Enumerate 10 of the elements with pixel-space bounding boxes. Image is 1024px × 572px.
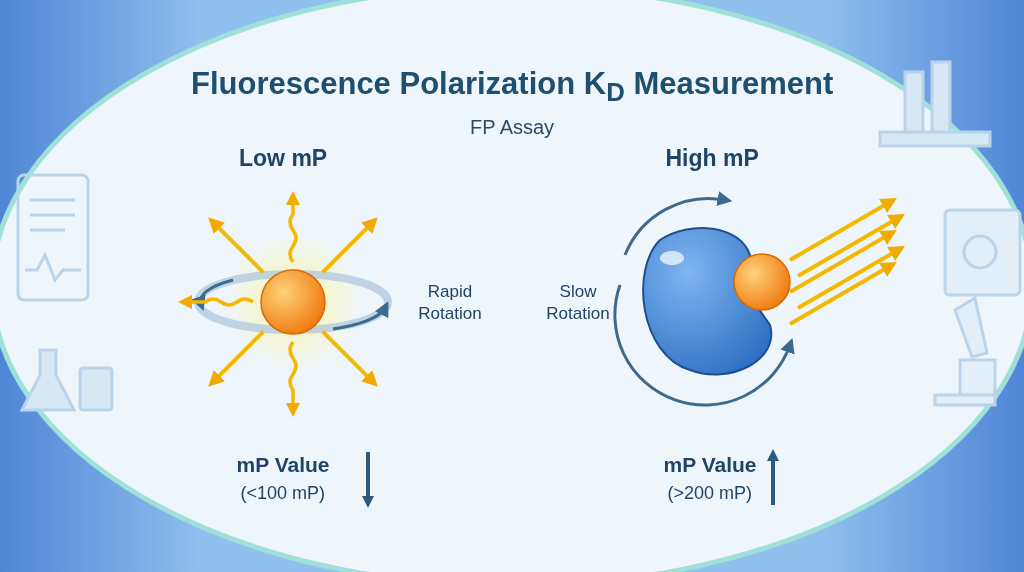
value-range: (<100 mP) bbox=[240, 482, 326, 504]
value-label: mP Value bbox=[236, 453, 330, 477]
subtitle: FP Assay bbox=[470, 115, 555, 139]
rotation-label: Rapid Rotation bbox=[417, 281, 483, 325]
rotation-label: Slow Rotation bbox=[545, 281, 611, 325]
value-label: mP Value bbox=[663, 453, 757, 477]
title: Fluorescence Polarization K$_{D}$ Measurement bbox=[191, 65, 834, 107]
state-label: Low mP bbox=[239, 144, 328, 172]
value-range: (>200 mP) bbox=[667, 482, 753, 504]
state-label: High mP bbox=[665, 144, 759, 172]
